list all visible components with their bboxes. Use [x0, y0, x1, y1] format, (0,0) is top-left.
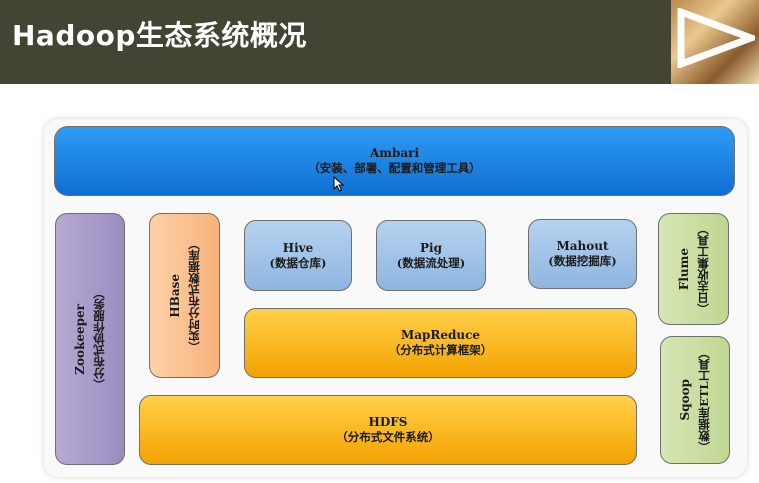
mahout-name: Mahout: [556, 239, 609, 254]
ambari-box: Ambari （安装、部署、配置和管理工具）: [54, 126, 735, 196]
flume-desc: （日志收集工具）: [695, 223, 710, 315]
sqoop-box: Sqoop （数据库ETL工具）: [660, 336, 730, 464]
slide-title: Hadoop生态系统概况: [12, 19, 307, 52]
hbase-desc: （实时分布式数据库）: [186, 238, 201, 353]
header-image: [671, 0, 759, 84]
pig-name: Pig: [420, 240, 442, 255]
pig-desc: (数据流处理): [396, 255, 466, 270]
sqoop-desc: （数据库ETL工具）: [697, 347, 712, 453]
slide-header: Hadoop生态系统概况: [0, 0, 759, 84]
hbase-name: HBase: [167, 273, 182, 318]
sqoop-name: Sqoop: [678, 379, 693, 421]
mapreduce-box: MapReduce （分布式计算框架）: [244, 308, 637, 378]
mahout-box: Mahout (数据挖掘库): [528, 219, 637, 289]
hive-name: Hive: [282, 240, 314, 255]
mahout-desc: (数据挖掘库): [548, 254, 617, 269]
hdfs-box: HDFS （分布式文件系统）: [139, 395, 637, 465]
ambari-desc: （安装、部署、配置和管理工具）: [308, 161, 481, 176]
zookeeper-desc: （分布式协作服务）: [92, 287, 107, 391]
hdfs-name: HDFS: [368, 415, 408, 430]
mapreduce-desc: （分布式计算框架）: [388, 343, 493, 358]
zookeeper-box: Zookeeper （分布式协作服务）: [55, 213, 125, 465]
zookeeper-name: Zookeeper: [73, 303, 88, 375]
mapreduce-name: MapReduce: [400, 328, 481, 343]
hdfs-desc: （分布式文件系统）: [336, 430, 440, 445]
flume-name: Flume: [676, 247, 691, 291]
flume-box: Flume （日志收集工具）: [658, 213, 729, 325]
hbase-box: HBase （实时分布式数据库）: [149, 213, 220, 378]
next-arrow-icon[interactable]: [677, 8, 755, 68]
pig-box: Pig (数据流处理): [376, 220, 486, 291]
hive-box: Hive (数据仓库): [244, 220, 352, 291]
hive-desc: (数据仓库): [269, 255, 327, 270]
mouse-pointer-icon: [333, 176, 345, 192]
ambari-name: Ambari: [369, 146, 420, 161]
